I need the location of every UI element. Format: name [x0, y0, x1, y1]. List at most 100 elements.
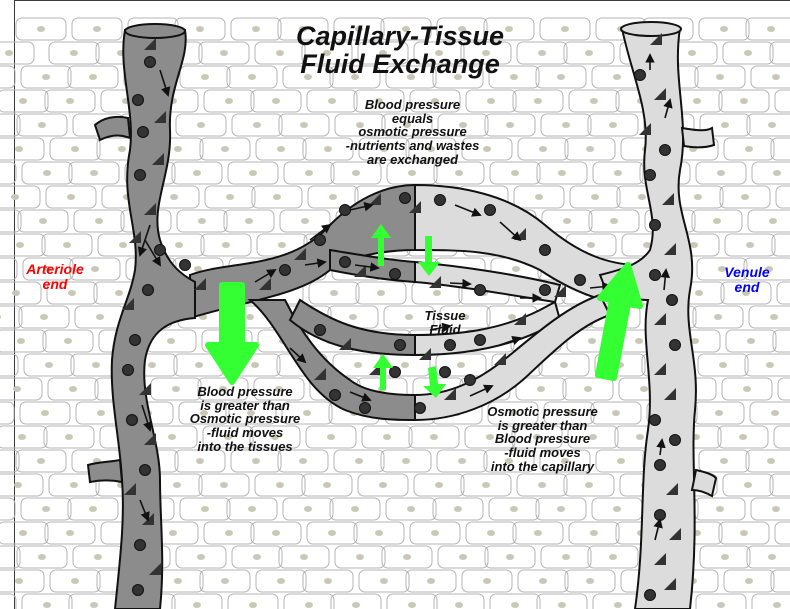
- blood-cell-round: [340, 205, 351, 216]
- tissue-cell-nucleus: [613, 74, 621, 80]
- tissue-cell-nucleus: [66, 530, 74, 536]
- tissue-cell-nucleus: [248, 74, 256, 80]
- tissue-cell: [750, 402, 790, 424]
- tissue-cell-nucleus: [717, 602, 725, 608]
- tissue-cell-nucleus: [93, 26, 101, 32]
- tissue-cell-nucleus: [743, 386, 751, 392]
- venule-label-line-1: Venule: [712, 265, 782, 280]
- tissue-cell-nucleus: [638, 194, 646, 200]
- tissue-cell: [0, 354, 18, 376]
- tissue-cell-nucleus: [17, 338, 25, 344]
- tissue-cell-nucleus: [773, 602, 781, 608]
- tissue-cell-nucleus: [352, 602, 360, 608]
- tissue-cell-nucleus: [586, 146, 594, 152]
- tissue-cell-nucleus: [609, 554, 617, 560]
- tissue-cell-nucleus: [329, 194, 337, 200]
- blood-cell-round: [138, 127, 149, 138]
- tissue-cell-nucleus: [688, 50, 696, 56]
- tissue-cell-nucleus: [37, 458, 45, 464]
- tissue-cell-nucleus: [720, 26, 728, 32]
- tissue-cell-nucleus: [305, 602, 313, 608]
- tissue-cell-nucleus: [11, 194, 19, 200]
- blood-cell-round: [670, 435, 681, 446]
- tissue-cell-nucleus: [253, 554, 261, 560]
- tissue-cell-nucleus: [379, 482, 387, 488]
- annotation-fluid-out: Blood pressure is greater than Osmotic p…: [160, 385, 330, 453]
- blood-cell-round: [127, 415, 138, 426]
- tissue-cell-nucleus: [115, 290, 123, 296]
- tissue-cell-nucleus: [174, 146, 182, 152]
- blood-cell-round: [133, 95, 144, 106]
- tissue-cell-nucleus: [640, 386, 648, 392]
- tissue-cell-nucleus: [92, 362, 100, 368]
- tissue-cell-nucleus: [174, 578, 182, 584]
- tissue-cell-nucleus: [744, 50, 752, 56]
- tissue-cell-nucleus: [558, 602, 566, 608]
- tissue-cell-nucleus: [252, 458, 260, 464]
- tissue-cell-nucleus: [693, 98, 701, 104]
- tissue-cell-nucleus: [15, 146, 23, 152]
- tissue-cell-nucleus: [459, 554, 467, 560]
- diagram-title: Capillary-Tissue Fluid Exchange: [270, 22, 530, 79]
- tissue-cell-nucleus: [38, 554, 46, 560]
- tissue-cell: [0, 402, 14, 424]
- arteriole-branch-bottom: [88, 460, 122, 482]
- tissue-cell-nucleus: [511, 170, 519, 176]
- tissue-cell-nucleus: [427, 578, 435, 584]
- tissue-cell: [774, 426, 790, 448]
- blood-cell-round: [540, 285, 551, 296]
- tissue-cell-nucleus: [610, 218, 618, 224]
- blood-cell-round: [133, 585, 144, 596]
- tissue-cell-nucleus: [510, 506, 518, 512]
- tissue-cell-nucleus: [745, 146, 753, 152]
- tissue-cell-nucleus: [512, 266, 520, 272]
- arteriole-label-line-2: end: [20, 277, 90, 292]
- tissue-cell-nucleus: [539, 578, 547, 584]
- arteriole-end-label: Arteriole end: [20, 262, 90, 291]
- tissue-cell-nucleus: [70, 482, 78, 488]
- blood-cell-round: [143, 285, 154, 296]
- blood-cell-round: [575, 275, 586, 286]
- blood-cell-round: [540, 245, 551, 256]
- equal-line-5: are exchanged: [325, 153, 500, 167]
- tissue-cell-nucleus: [560, 362, 568, 368]
- tissue-cell-nucleus: [720, 458, 728, 464]
- blood-cell-platelet: [514, 313, 526, 325]
- arteriole-branch-top: [95, 117, 130, 140]
- tissue-cell-nucleus: [511, 602, 519, 608]
- tissue-cell-nucleus: [173, 482, 181, 488]
- blood-cell-round: [660, 145, 671, 156]
- tissue-cell-nucleus: [435, 482, 443, 488]
- tissue-cell-nucleus: [562, 554, 570, 560]
- fluid-in-line-3: Blood pressure: [455, 432, 630, 446]
- tissue-cell-nucleus: [19, 530, 27, 536]
- tissue-cell-nucleus: [614, 602, 622, 608]
- tissue-cell-nucleus: [245, 218, 253, 224]
- tissue-cell-nucleus: [197, 554, 205, 560]
- tissue-cell-nucleus: [95, 218, 103, 224]
- tissue-cell-nucleus: [278, 242, 286, 248]
- tissue-cell-nucleus: [300, 122, 308, 128]
- tissue-cell-nucleus: [591, 194, 599, 200]
- tissue-cell: [0, 258, 17, 280]
- tissue-cell-nucleus: [40, 314, 48, 320]
- tissue-cell-nucleus: [89, 74, 97, 80]
- fluid-out-line-4: -fluid moves: [160, 426, 330, 440]
- blood-cell-round: [650, 270, 661, 281]
- tissue-cell-nucleus: [196, 26, 204, 32]
- annotation-equal-pressure: Blood pressure equals osmotic pressure -…: [325, 98, 500, 166]
- tissue-cell-nucleus: [614, 170, 622, 176]
- tissue-cell-nucleus: [352, 170, 360, 176]
- tissue-cell-nucleus: [717, 170, 725, 176]
- tissue-cell-nucleus: [249, 602, 257, 608]
- tissue-cell-nucleus: [770, 314, 778, 320]
- equal-line-1: Blood pressure: [325, 98, 500, 112]
- venule-branch-top: [682, 128, 714, 147]
- tissue-cell-nucleus: [63, 242, 71, 248]
- tissue-cell-nucleus: [740, 530, 748, 536]
- tissue-cell-nucleus: [561, 26, 569, 32]
- tissue-cell-nucleus: [695, 290, 703, 296]
- title-line-2: Fluid Exchange: [270, 50, 530, 78]
- tissue-cell-nucleus: [557, 74, 565, 80]
